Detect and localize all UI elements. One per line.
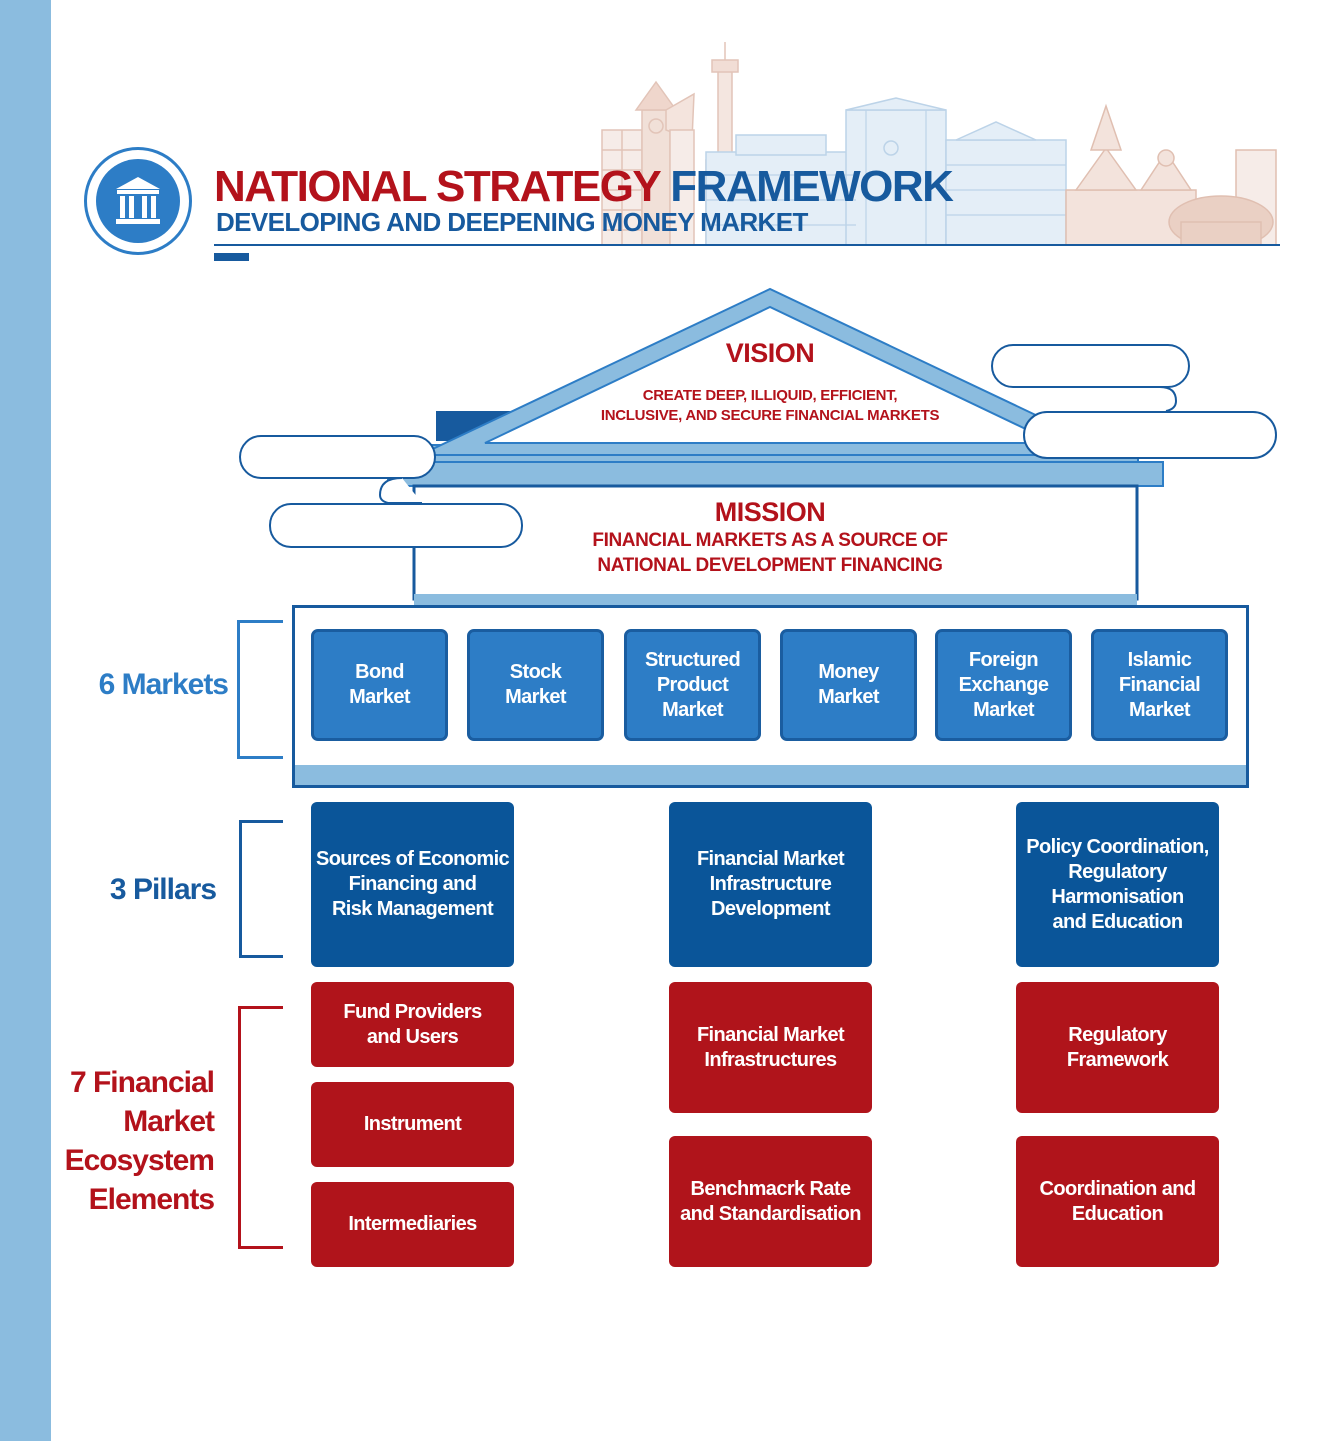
- pillars-bracket: [239, 820, 283, 958]
- market-stock: Stock Market: [467, 629, 604, 741]
- pillar-policy-coordination: Policy Coordination, Regulatory Harmonis…: [1016, 802, 1219, 967]
- market-islamic-financial: Islamic Financial Market: [1091, 629, 1228, 741]
- label-7-elements: 7 Financial Market Ecosystem Elements: [64, 1066, 215, 1216]
- city-skyline-illustration: [601, 42, 1277, 246]
- mission-title: MISSION: [714, 497, 826, 527]
- element-fund-providers: Fund Providers and Users: [311, 982, 514, 1067]
- logo-inner: [96, 159, 180, 243]
- vision-text: CREATE DEEP, ILLIQUID, EFFICIENT, INCLUS…: [600, 387, 940, 424]
- mission-text: FINANCIAL MARKETS AS A SOURCE OF NATIONA…: [592, 530, 948, 576]
- vision-title: VISION: [725, 338, 815, 368]
- markets-bracket: [237, 620, 283, 759]
- market-bond: Bond Market: [311, 629, 448, 741]
- label-3-pillars: 3 Pillars: [109, 873, 217, 906]
- elements-bracket: [238, 1006, 283, 1249]
- market-structured-product: Structured Product Market: [624, 629, 761, 741]
- page-title: NATIONAL STRATEGY FRAMEWORK: [214, 162, 954, 211]
- logo: [84, 147, 192, 255]
- left-sidebar-stripe: [0, 0, 51, 1441]
- element-benchmark-rate: Benchmacrk Rate and Standardisation: [669, 1136, 872, 1267]
- element-instrument: Instrument: [311, 1082, 514, 1167]
- element-coordination-education: Coordination and Education: [1016, 1136, 1219, 1267]
- title-accent-bar: [214, 253, 249, 261]
- label-6-markets: 6 Markets: [98, 668, 229, 701]
- market-foreign-exchange: Foreign Exchange Market: [935, 629, 1072, 741]
- pillar-infrastructure-development: Financial Market Infrastructure Developm…: [669, 802, 872, 967]
- title-part-blue: FRAMEWORK: [670, 162, 954, 211]
- element-regulatory-framework: Regulatory Framework: [1016, 982, 1219, 1113]
- bank-building-icon: [116, 177, 160, 224]
- page-subtitle: DEVELOPING AND DEEPENING MONEY MARKET: [216, 207, 808, 237]
- pillar-economic-financing: Sources of Economic Financing and Risk M…: [311, 802, 514, 967]
- element-intermediaries: Intermediaries: [311, 1182, 514, 1267]
- house-structure: [239, 287, 1277, 605]
- element-market-infrastructures: Financial Market Infrastructures: [669, 982, 872, 1113]
- markets-frame: [292, 605, 1249, 788]
- title-part-red: NATIONAL STRATEGY: [214, 162, 661, 211]
- markets-base: [295, 765, 1246, 785]
- header-rule: [214, 244, 1280, 246]
- market-money: Money Market: [780, 629, 917, 741]
